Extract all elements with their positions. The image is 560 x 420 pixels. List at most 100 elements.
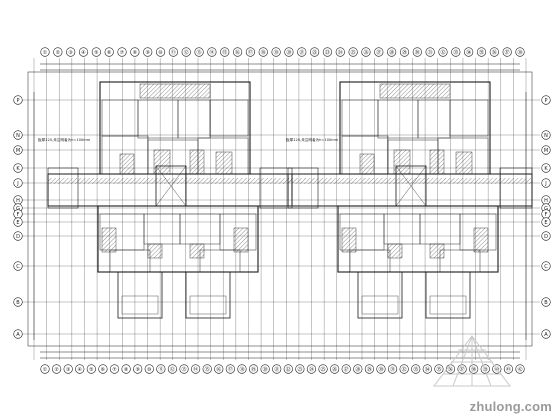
axis-bubble xyxy=(214,364,224,374)
axis-bubble xyxy=(330,364,340,374)
axis-bubble xyxy=(283,364,293,374)
balcony-inner xyxy=(361,295,399,315)
axis-label: ㉑ xyxy=(299,49,304,56)
axis-bubble xyxy=(40,364,50,374)
room xyxy=(349,249,391,273)
axis-bubble xyxy=(63,364,73,374)
shaft xyxy=(233,227,249,253)
axis-bubble xyxy=(13,130,23,140)
shaft xyxy=(101,227,117,253)
axis-label: ㉑ xyxy=(274,366,279,373)
axis-bubble xyxy=(13,163,23,173)
axis-label: D xyxy=(16,234,20,240)
axis-label: ③ xyxy=(68,50,72,56)
axis-label: ㊱ xyxy=(492,49,497,56)
axis-label: ㉓ xyxy=(297,366,302,373)
shaft xyxy=(473,227,489,253)
axis-label: ⑦ xyxy=(120,50,125,56)
axis-bubble xyxy=(422,364,432,374)
axis-bubble xyxy=(476,47,487,57)
axis-bubble xyxy=(515,47,525,57)
axis-label: K xyxy=(16,166,20,172)
axis-bubble xyxy=(237,364,247,374)
axis-label: H xyxy=(544,198,548,204)
axis-label: ㉙ xyxy=(402,49,407,56)
axis-bubble xyxy=(98,364,108,374)
axis-bubble xyxy=(156,364,166,374)
axis-bubble xyxy=(168,47,178,57)
axis-label: ⑰ xyxy=(228,366,233,373)
axis-bubble xyxy=(341,364,351,374)
axis-bubble xyxy=(207,47,217,57)
axis-label: ⑭ xyxy=(209,49,214,56)
axis-label: ㉟ xyxy=(479,49,484,56)
axis-label: ⑱ xyxy=(239,366,244,373)
axis-bubble xyxy=(434,364,444,374)
axis-bubble xyxy=(348,47,358,57)
axis-label: J xyxy=(16,181,18,187)
wing xyxy=(259,167,293,209)
axis-label: ㉛ xyxy=(428,49,433,56)
wing xyxy=(499,167,533,209)
room xyxy=(199,249,241,273)
axis-bubble xyxy=(179,364,189,374)
axis-bubble xyxy=(399,47,410,57)
wing xyxy=(47,167,79,209)
axis-label: ㉙ xyxy=(367,366,372,373)
plan-unit-right xyxy=(287,81,533,319)
shaft xyxy=(359,153,375,175)
annotation-right: 板厚120,未注明者为h=100mm xyxy=(286,137,339,142)
axis-bubble xyxy=(541,130,551,140)
shaft xyxy=(119,153,135,175)
axis-label: H xyxy=(16,198,20,204)
axis-bubble xyxy=(412,47,422,57)
axis-label: ⑪ xyxy=(158,366,163,373)
balcony xyxy=(185,271,231,319)
axis-bubble xyxy=(541,261,551,271)
balcony-inner xyxy=(189,295,227,315)
axis-label: ⑮ xyxy=(222,49,227,56)
axis-bubble xyxy=(387,47,397,57)
axis-label: ㉓ xyxy=(325,49,330,56)
room xyxy=(101,99,139,137)
axis-bubble xyxy=(258,47,268,57)
axis-label: ㊴ xyxy=(483,366,488,373)
axis-label: ㊲ xyxy=(505,49,510,56)
axis-bubble xyxy=(376,364,386,374)
axis-bubble xyxy=(309,47,320,57)
axis-bubble xyxy=(191,364,201,374)
watermark-text: zhulong.com xyxy=(469,399,552,414)
axis-label: ⑤ xyxy=(89,367,93,373)
axis-bubble xyxy=(318,364,328,374)
axis-label: ⑥ xyxy=(107,50,112,56)
axis-bubble xyxy=(13,217,23,227)
axis-label: ㊳ xyxy=(471,366,476,373)
axis-bubble xyxy=(335,47,345,57)
room xyxy=(383,213,421,245)
axis-bubble xyxy=(541,297,551,307)
axis-bubble xyxy=(306,364,317,374)
axis-label: ⑯ xyxy=(235,49,240,56)
axis-bubble xyxy=(399,364,409,374)
axis-bubble xyxy=(425,47,435,57)
axis-bubble xyxy=(51,364,62,374)
axis-label: ㉜ xyxy=(440,49,445,56)
axis-bubble xyxy=(13,329,23,339)
shaft xyxy=(341,227,357,253)
room xyxy=(377,99,419,139)
axis-label: ㉒ xyxy=(286,366,291,373)
axis-label: P xyxy=(16,98,19,104)
axis-bubble xyxy=(78,47,89,57)
shaft xyxy=(189,243,205,259)
axis-bubble xyxy=(245,47,256,57)
axis-bubble xyxy=(541,217,551,227)
axis-bubble xyxy=(225,364,235,374)
axis-label: ⑩ xyxy=(147,367,152,373)
shaft xyxy=(147,243,163,259)
upper-stair xyxy=(379,83,451,99)
axis-bubble xyxy=(202,364,212,374)
axis-label: C xyxy=(544,264,548,270)
room xyxy=(137,99,179,139)
axis-label: ㉘ xyxy=(389,49,394,56)
